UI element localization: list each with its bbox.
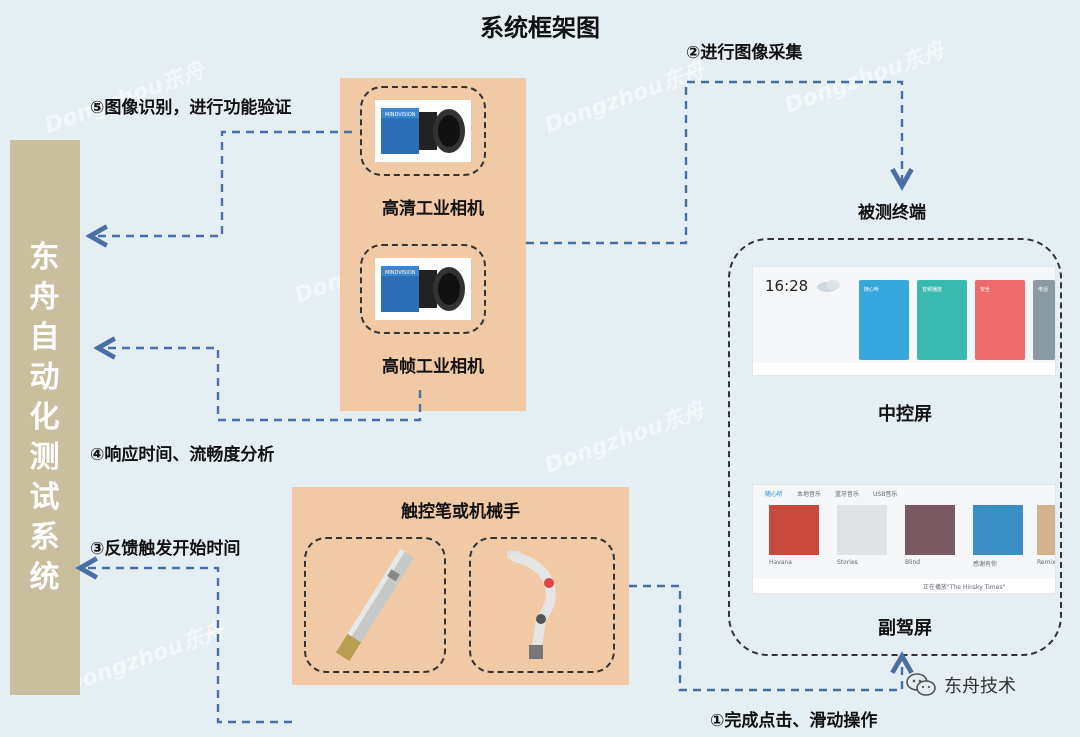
wechat-icon [906, 673, 936, 696]
test-system-char: 自 [29, 320, 61, 355]
hd-camera-label: 高清工业相机 [382, 199, 484, 219]
clock: 16:28 [765, 277, 809, 295]
brand-name: 东舟技术 [944, 676, 1016, 697]
watermark: Dongzhou东舟 [541, 397, 709, 479]
center-console-screen: 16:28 随心听 音频播放 安全 电话 [752, 266, 1056, 376]
tab-bluetooth[interactable]: 蓝牙音乐 [835, 491, 860, 498]
step-3-label: ③反馈触发开始时间 [90, 539, 241, 559]
now-playing: 正在播放"The Hinsky Times" [923, 584, 1006, 591]
tile-phone[interactable]: 电话 [1033, 280, 1055, 360]
stylus-panel: 触控笔或机械手 [292, 487, 629, 685]
stylus-slot [304, 537, 446, 673]
robot-arm-image [507, 551, 556, 659]
center-console-label: 中控屏 [878, 404, 932, 425]
center-nav-bar [753, 363, 1055, 375]
tab-local[interactable]: 本地音乐 [797, 491, 822, 498]
arrow-step-5 [90, 130, 352, 236]
stylus-panel-label: 触控笔或机械手 [401, 502, 520, 522]
brand-badge: 东舟技术 [906, 672, 1016, 698]
tile-safety[interactable]: 安全 [975, 280, 1025, 360]
album-cover[interactable] [837, 505, 887, 555]
tab-music[interactable]: 随心听 [765, 491, 784, 498]
test-system-char: 舟 [29, 280, 61, 315]
test-system-char: 动 [29, 360, 61, 395]
svg-text:MINDVISION: MINDVISION [385, 112, 416, 118]
weather-icon [817, 280, 840, 292]
test-system-char: 东 [29, 240, 61, 275]
album-cover[interactable] [769, 505, 819, 555]
step-4-label: ④响应时间、流畅度分析 [90, 445, 275, 465]
hf-camera-slot: MINDVISION [360, 244, 486, 334]
album-title: Stories [837, 559, 858, 566]
hd-camera-slot: MINDVISION [360, 86, 486, 176]
step-1-label: ①完成点击、滑动操作 [710, 711, 878, 731]
passenger-nav-bar: 正在播放"The Hinsky Times" [753, 579, 1055, 593]
passenger-label: 副驾屏 [878, 618, 932, 639]
page-title: 系统框架图 [480, 14, 600, 42]
hf-camera-label: 高帧工业相机 [382, 357, 484, 377]
svg-text:MINDVISION: MINDVISION [385, 270, 416, 276]
test-system-label: 东舟自动化测试系统 [10, 238, 80, 598]
test-system-char: 化 [29, 400, 61, 435]
tab-usb[interactable]: USB音乐 [873, 491, 898, 498]
album-title: Havana [769, 559, 792, 566]
step-2-label: ②进行图像采集 [686, 43, 803, 63]
robot-arm-slot [469, 537, 615, 673]
test-system-char: 试 [29, 480, 61, 515]
hd-camera-image: MINDVISION [375, 100, 471, 162]
stylus-image [335, 549, 413, 661]
album-title: Blind [905, 559, 921, 566]
test-system-bar: 东舟自动化测试系统 [10, 140, 80, 695]
tile-music[interactable]: 随心听 [859, 280, 909, 360]
album-cover[interactable] [1037, 505, 1055, 555]
test-system-char: 系 [29, 520, 61, 555]
dut-label: 被测终端 [858, 203, 926, 223]
watermark: Dongzhou东舟 [541, 57, 709, 139]
album-title: 感谢有你 [973, 561, 998, 568]
hf-camera-image: MINDVISION [375, 258, 471, 320]
test-system-char: 测 [29, 440, 61, 475]
watermark: Dongzhou东舟 [61, 617, 229, 699]
test-system-char: 统 [29, 560, 61, 595]
tile-audio[interactable]: 音频播放 [917, 280, 967, 360]
camera-panel: MINDVISION 高清工业相机 MINDVISION 高帧工业相机 [340, 78, 526, 411]
passenger-screen: 随心听 本地音乐 蓝牙音乐 USB音乐 Havana Stories Blind… [752, 484, 1056, 594]
album-title: Remix [1037, 559, 1056, 566]
dut-frame: 16:28 随心听 音频播放 安全 电话 中控屏 随心听 本地音乐 蓝牙音乐 U… [728, 238, 1062, 656]
album-cover[interactable] [973, 505, 1023, 555]
step-5-label: ⑤图像识别，进行功能验证 [90, 98, 292, 118]
album-cover[interactable] [905, 505, 955, 555]
watermark: Dongzhou东舟 [781, 37, 949, 119]
